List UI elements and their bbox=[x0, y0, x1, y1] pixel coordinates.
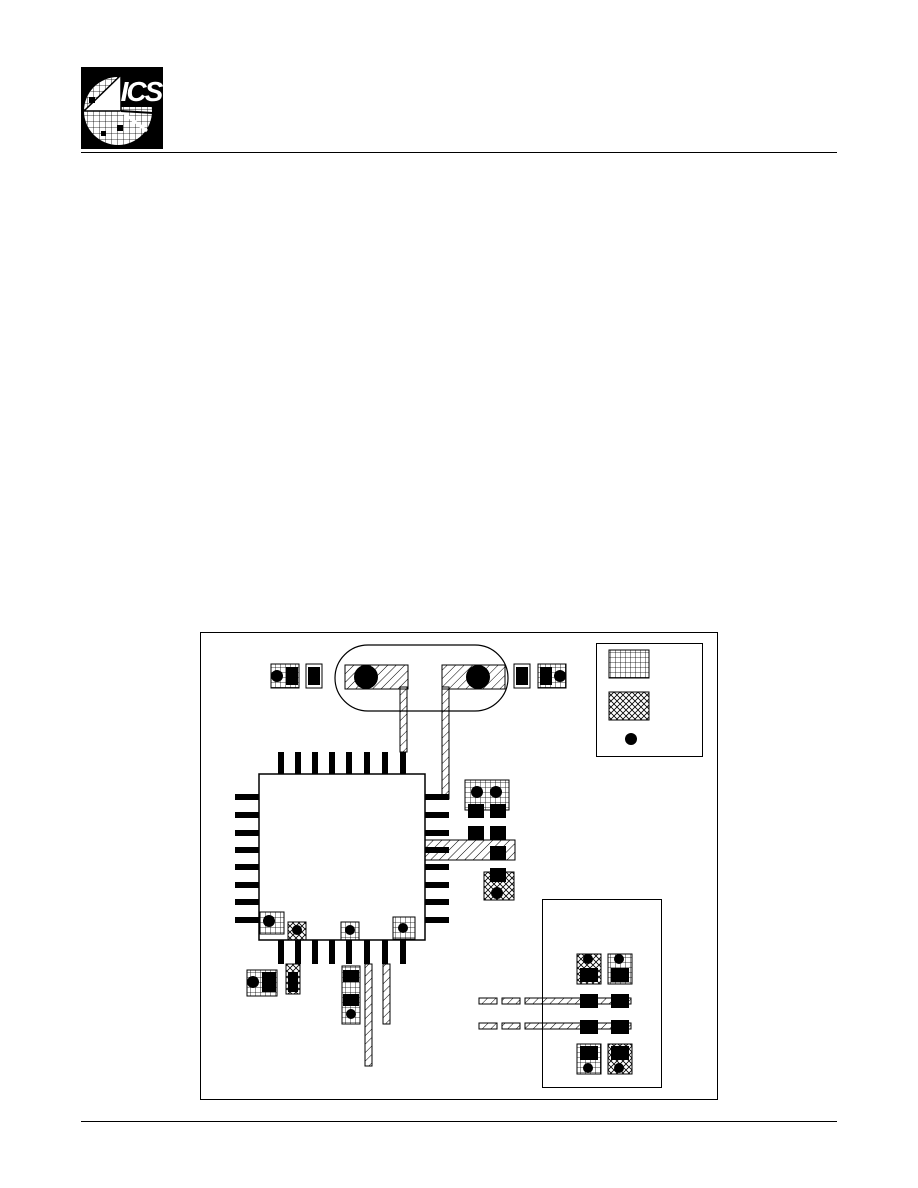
decoupling-cap-bottom-left bbox=[246, 963, 301, 997]
xtal-trace-right bbox=[441, 686, 450, 800]
bottom-trace-1 bbox=[364, 963, 373, 1067]
logo-lettering: ICS bbox=[121, 76, 163, 107]
decoupling-cap-right bbox=[464, 779, 515, 901]
footer-divider bbox=[81, 1121, 837, 1122]
legend-via-icon bbox=[625, 733, 637, 745]
legend-box bbox=[596, 643, 703, 757]
header-divider bbox=[81, 152, 837, 153]
decoupling-cap-bottom-center bbox=[341, 965, 361, 1025]
legend-grid-swatch bbox=[608, 649, 650, 679]
bottom-trace-2 bbox=[382, 963, 391, 1025]
crystal-outline bbox=[334, 644, 509, 712]
legend-crosshatch-swatch bbox=[608, 691, 650, 721]
crystal-via-left bbox=[354, 665, 378, 689]
output-traces bbox=[478, 997, 632, 1030]
termination-area bbox=[542, 899, 662, 1088]
crystal-via-right bbox=[466, 665, 490, 689]
crystal-cap-right bbox=[513, 663, 567, 689]
pcb-layout-figure bbox=[200, 632, 718, 1100]
ic-package bbox=[235, 752, 449, 964]
ics-logo: ICS bbox=[81, 67, 163, 149]
xtal-trace-left bbox=[399, 686, 408, 753]
crystal-cap-left bbox=[270, 663, 323, 689]
